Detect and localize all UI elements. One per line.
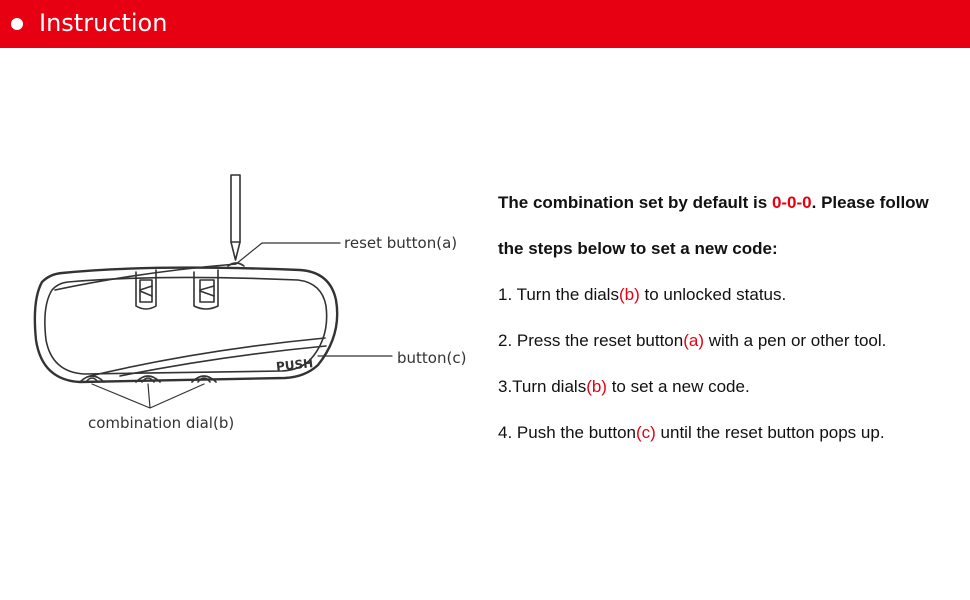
step-text: until the reset button pops up.: [655, 423, 885, 442]
step-text: with a pen or other tool.: [704, 331, 887, 350]
step-text: 4. Push the button: [498, 423, 636, 442]
intro-text-end: . Please follow: [811, 193, 929, 212]
step-2: 2. Press the reset button(a) with a pen …: [498, 328, 968, 374]
step-4: 4. Push the button(c) until the reset bu…: [498, 420, 968, 466]
step-text: 2. Press the reset button: [498, 331, 684, 350]
step-1: 1. Turn the dials(b) to unlocked status.: [498, 282, 968, 328]
header-bar: Instruction: [0, 0, 970, 48]
lock-diagram: reset button(a) button(c) combination di…: [0, 160, 480, 450]
button-c-label: button(c): [397, 349, 467, 367]
step-text: to set a new code.: [606, 377, 750, 396]
combination-dial-label: combination dial(b): [88, 414, 235, 432]
default-code: 0-0-0: [771, 193, 812, 212]
lock-body: [33, 266, 339, 384]
intro-line-2: the steps below to set a new code:: [498, 239, 778, 258]
instruction-text: The combination set by default is 0-0-0.…: [498, 190, 968, 466]
step-text: 1. Turn the dials: [498, 285, 619, 304]
intro-text: The combination set by default is: [498, 193, 772, 212]
bullet-icon: [11, 18, 23, 30]
reset-button-label: reset button(a): [344, 234, 458, 252]
step-text: to unlocked status.: [639, 285, 787, 304]
step-ref: (a): [683, 331, 704, 350]
step-text: 3.Turn dials: [498, 377, 587, 396]
step-ref: (b): [586, 377, 607, 396]
page-title: Instruction: [39, 9, 168, 37]
step-3: 3.Turn dials(b) to set a new code.: [498, 374, 968, 420]
lock-illustration: [33, 174, 393, 409]
step-ref: (b): [618, 285, 640, 304]
pen-icon: [230, 174, 241, 261]
step-ref: (c): [636, 423, 656, 442]
intro-line-1: The combination set by default is 0-0-0.…: [498, 190, 968, 236]
